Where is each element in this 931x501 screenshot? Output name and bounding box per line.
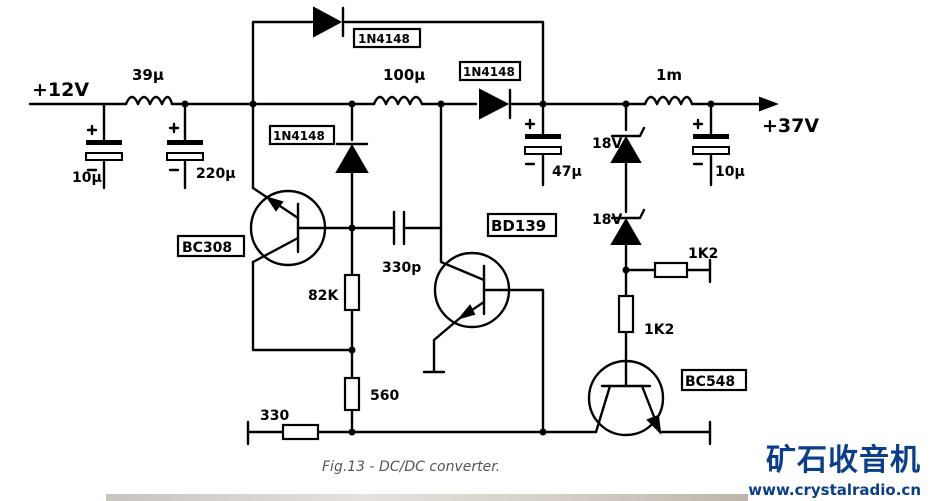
svg-text:10µ: 10µ (72, 170, 102, 186)
svg-text:330: 330 (260, 408, 289, 424)
svg-text:1N4148: 1N4148 (273, 129, 325, 143)
resistor-r1: 82K (308, 273, 361, 312)
watermark-url: www.crystalradio.cn (748, 481, 921, 499)
svg-text:39µ: 39µ (132, 66, 164, 84)
capacitor-c2: 220µ (166, 122, 236, 182)
svg-text:1K2: 1K2 (688, 246, 718, 262)
capacitor-c1: 10µ (72, 124, 123, 186)
svg-text:BC308: BC308 (182, 240, 232, 256)
svg-text:220µ: 220µ (196, 166, 236, 182)
svg-text:47µ: 47µ (552, 164, 582, 180)
svg-text:560: 560 (370, 388, 399, 404)
resistor-r4: 1K2 (653, 246, 718, 279)
inductor-l1: 39µ (124, 66, 174, 106)
capacitor-c3: 47µ (524, 118, 582, 180)
zener-z1: 18V (592, 126, 646, 163)
svg-text:330p: 330p (382, 260, 421, 276)
capacitor-c4: 10µ (692, 118, 745, 180)
svg-text:1N4148: 1N4148 (463, 65, 515, 79)
input-terminal: +12V (32, 79, 89, 101)
figure-caption: Fig.13 - DC/DC converter. (322, 459, 501, 475)
resistor-r3: 330 (260, 408, 320, 441)
watermark-logo-text: 矿石收音机 (766, 443, 921, 478)
resistor-r5: 1K2 (617, 294, 674, 338)
photo-strip (106, 494, 748, 501)
svg-text:+12V: +12V (32, 79, 89, 101)
svg-text:18V: 18V (592, 136, 622, 152)
svg-text:1K2: 1K2 (644, 322, 674, 338)
transistor-q2: BD139 (433, 212, 558, 329)
svg-text:+37V: +37V (762, 115, 819, 137)
output-terminal: +37V (759, 96, 819, 137)
zener-z2: 18V (592, 208, 646, 245)
diode-left: 1N4148 (268, 124, 369, 173)
svg-text:1N4148: 1N4148 (358, 32, 410, 46)
transistor-q3: BC548 (587, 359, 748, 437)
junction-dots (181, 100, 715, 436)
diode-mid: 1N4148 (458, 60, 522, 120)
transistor-q1: BC308 (176, 186, 354, 267)
inductor-l3: 1m (643, 66, 694, 106)
capacitor-c5: 330p (382, 210, 421, 276)
svg-text:18V: 18V (592, 212, 622, 228)
inductor-l2: 100µ (372, 66, 425, 106)
svg-text:BD139: BD139 (491, 217, 546, 235)
wires (28, 20, 762, 446)
svg-text:1m: 1m (656, 66, 682, 84)
resistor-r2: 560 (343, 376, 399, 412)
svg-text:BC548: BC548 (685, 374, 735, 390)
svg-text:82K: 82K (308, 288, 339, 304)
svg-text:10µ: 10µ (715, 164, 745, 180)
svg-text:100µ: 100µ (383, 66, 425, 84)
diode-top: 1N4148 (313, 6, 422, 49)
